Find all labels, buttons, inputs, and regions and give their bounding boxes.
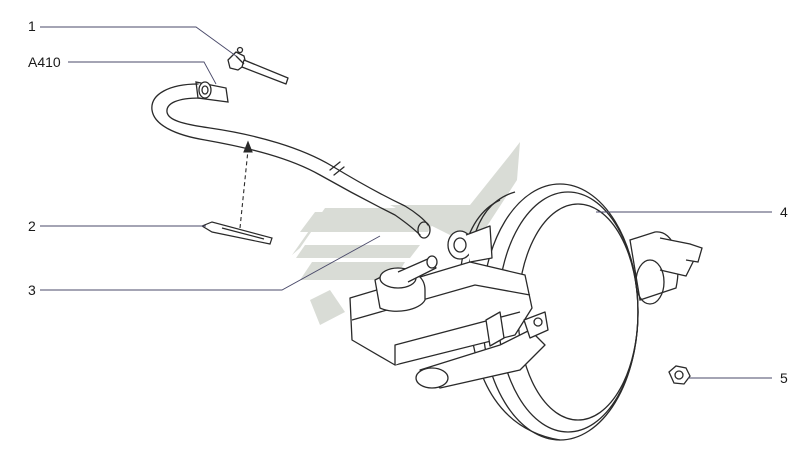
part-a410-hose-end <box>195 81 229 103</box>
callout-1: 1 <box>28 18 36 34</box>
leader-lines <box>40 26 772 379</box>
callout-3: 3 <box>28 282 36 298</box>
callout-5: 5 <box>780 370 788 386</box>
part-2-cable-tie <box>200 221 273 245</box>
part-1-sensor-clip <box>227 46 289 85</box>
callout-2: 2 <box>28 218 36 234</box>
part-3-vacuum-hose <box>151 83 431 239</box>
callout-4: 4 <box>780 204 788 220</box>
leader-3 <box>40 235 381 291</box>
leader-1 <box>40 26 237 57</box>
leader-a410 <box>68 61 217 85</box>
part-4-brake-booster <box>458 183 703 441</box>
master-cylinder-reservoir <box>349 225 549 389</box>
assembly-arrow <box>239 140 253 229</box>
watermark-logo <box>292 142 520 325</box>
part-5-nut <box>668 365 691 385</box>
callout-a410: A410 <box>28 54 61 70</box>
